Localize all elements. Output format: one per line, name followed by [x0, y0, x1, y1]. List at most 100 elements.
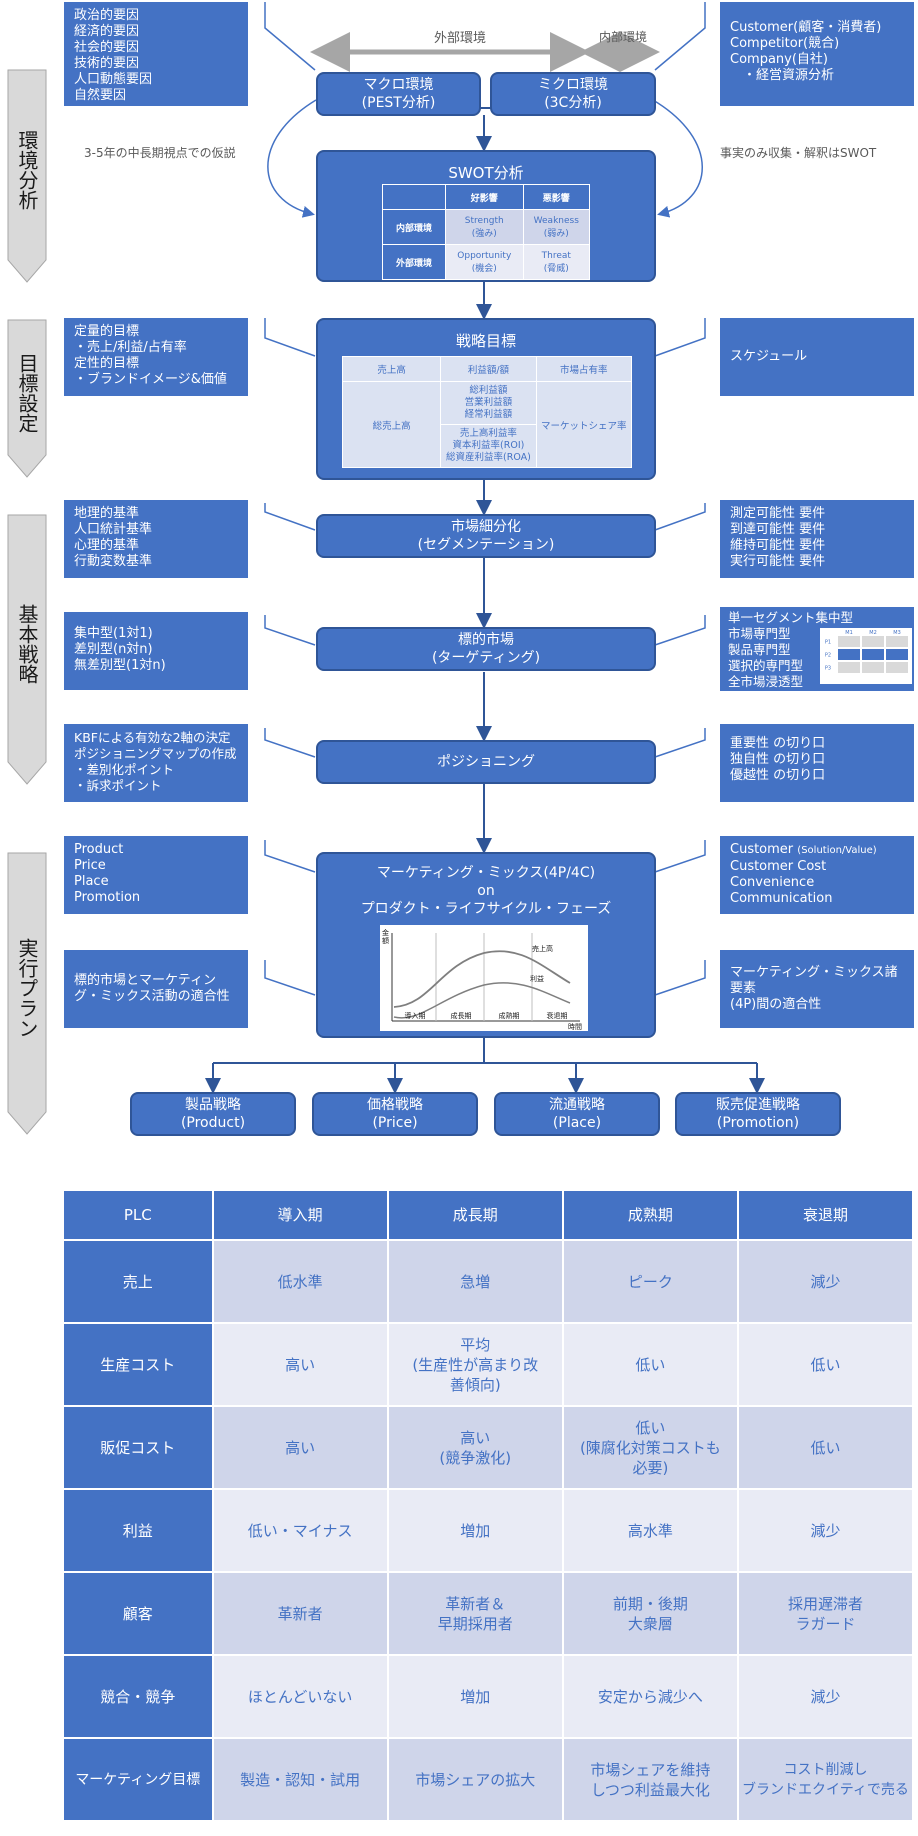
- plc-phase-growth: 成長期: [450, 1012, 472, 1020]
- plc-cell: 増加: [388, 1490, 562, 1571]
- positioning-angles-box: 重要性 の切り口 独自性 の切り口 優越性 の切り口: [720, 724, 914, 802]
- plc-cell: 急増: [388, 1241, 562, 1322]
- segment-requirements-box: 測定可能性 要件 到達可能性 要件 維持可能性 要件 実行可能性 要件: [720, 500, 914, 578]
- plc-cell: 増加: [388, 1656, 562, 1737]
- schedule-box: スケジュール: [720, 318, 914, 396]
- sidebar-label-basic: 基本戦略: [15, 603, 39, 684]
- segmentation-box: 市場細分化 (セグメンテーション): [316, 514, 656, 558]
- plc-header-cell: 衰退期: [738, 1191, 912, 1239]
- plc-header-cell: PLC: [64, 1191, 212, 1239]
- swot-opportunity: Opportunity (機会): [445, 244, 524, 280]
- plc-row-label: 売上: [64, 1241, 212, 1322]
- 4c-communication: Communication: [730, 891, 833, 906]
- plc-cell: 高い: [213, 1324, 387, 1405]
- plc-sales-curve: [393, 950, 571, 1008]
- plc-phase-maturity: 成熟期: [498, 1012, 520, 1020]
- sidebar-label-env: 環境分析: [15, 130, 39, 210]
- plc-cell: ほとんどいない: [213, 1656, 387, 1737]
- mix-element-fit-box: マーケティング・ミックス諸要素 (4P)間の適合性: [720, 950, 914, 1028]
- sidebar-arrow-basic: [7, 514, 47, 785]
- product-strategy-box: 製品戦略 (Product): [130, 1092, 296, 1136]
- grid-col-label: M3: [893, 630, 901, 636]
- plc-cell: 平均 (生産性が高まり改 善傾向): [388, 1324, 562, 1405]
- segment-criteria-box: 地理的基準 人口統計基準 心理的基準 行動変数基準: [64, 500, 248, 578]
- plc-profit-label: 利益: [530, 975, 544, 983]
- table-row: 顧客 革新者 革新者＆ 早期採用者 前期・後期 大衆層 採用遅滞者 ラガード: [64, 1573, 912, 1654]
- goal-market-share: マーケットシェア率: [535, 381, 633, 468]
- sidebar-label-plan: 実行プラン: [15, 937, 39, 1038]
- internal-env-label: 内部環境: [598, 30, 647, 44]
- plc-row-label: 利益: [64, 1490, 212, 1571]
- micro-env-box: ミクロ環境 (3C分析): [490, 72, 656, 116]
- sidebar-arrow-env: [7, 69, 47, 283]
- plc-x-axis-label: 時間: [568, 1023, 582, 1031]
- table-row: 生産コスト 高い 平均 (生産性が高まり改 善傾向) 低い 低い: [64, 1324, 912, 1405]
- plc-cell: 高い: [213, 1407, 387, 1488]
- table-row: マーケティング目標 製造・認知・試用 市場シェアの拡大 市場シェアを維持 しつつ…: [64, 1739, 912, 1820]
- plc-cell: 革新者: [213, 1573, 387, 1654]
- grid-cell: [862, 662, 884, 673]
- plc-cell: 高水準: [563, 1490, 737, 1571]
- 4p-box: Product Price Place Promotion: [64, 836, 248, 914]
- plc-cell: 低い (陳腐化対策コストも 必要): [563, 1407, 737, 1488]
- plc-cell: 市場シェアの拡大: [388, 1739, 562, 1820]
- plc-table: PLC 導入期 成長期 成熟期 衰退期 売上 低水準 急増 ピーク 減少 生産コ…: [62, 1189, 914, 1822]
- plc-cell: 製造・認知・試用: [213, 1739, 387, 1820]
- plc-row-label: マーケティング目標: [64, 1739, 212, 1820]
- hypothesis-note: 3-5年の中長期視点での仮説: [84, 146, 236, 160]
- plc-cell: コスト削減し ブランドエクイティで売る: [738, 1739, 912, 1820]
- swot-row-internal: 内部環境: [382, 209, 446, 245]
- plc-cell: 低い: [563, 1324, 737, 1405]
- grid-cell: [886, 649, 908, 660]
- plc-header-cell: 成熟期: [563, 1191, 737, 1239]
- positioning-box: ポジショニング: [316, 740, 656, 784]
- positioning-steps-box: KBFによる有効な2軸の決定 ポジショニングマップの作成 ・差別化ポイント ・訴…: [64, 724, 248, 802]
- goal-profit-rates: 売上高利益率 資本利益率(ROI) 総資産利益率(ROA): [440, 424, 537, 468]
- goal-types-box: 定量的目標 ・売上/利益/占有率 定性的目標 ・ブランドイメージ&価値: [64, 318, 248, 396]
- plc-sales-label: 売上高: [532, 945, 553, 953]
- price-strategy-box: 価格戦略 (Price): [312, 1092, 478, 1136]
- swot-strength: Strength (強み): [445, 209, 524, 245]
- goal-h-profit: 利益額/額: [440, 356, 537, 382]
- strategic-goal-title: 戦略目標: [455, 332, 516, 350]
- plc-cell: 低い: [738, 1324, 912, 1405]
- plc-row-label: 生産コスト: [64, 1324, 212, 1405]
- plc-cell: 低い: [738, 1407, 912, 1488]
- 4c-customer: Customer: [730, 842, 794, 857]
- plc-cell: 減少: [738, 1656, 912, 1737]
- 4c-customer-cost: Customer Cost: [730, 859, 827, 874]
- swot-box: SWOT分析 好影響 悪影響 内部環境 Strength (強み) Weakne…: [316, 150, 656, 282]
- plc-cell: 革新者＆ 早期採用者: [388, 1573, 562, 1654]
- swot-col-good: 好影響: [445, 184, 524, 210]
- targeting-box: 標的市場 (ターゲティング): [316, 627, 656, 671]
- grid-cell: [862, 636, 884, 647]
- goal-table-wrapper: 売上高 利益額/額 市場占有率 総売上高 総利益額 営業利益額 経常利益額 マー…: [341, 356, 633, 468]
- sidebar-arrows-layer: [7, 69, 47, 1135]
- sidebar-arrow-goal: [7, 319, 47, 478]
- plc-row-label: 販促コスト: [64, 1407, 212, 1488]
- 3c-factors-box: Customer(顧客・消費者) Competitor(競合) Company(…: [720, 2, 914, 106]
- grid-row-label: P2: [825, 653, 831, 659]
- sidebar-arrow-plan: [7, 852, 47, 1135]
- promotion-strategy-box: 販売促進戦略 (Promotion): [675, 1092, 841, 1136]
- goal-table: 売上高 利益額/額 市場占有率 総売上高 総利益額 営業利益額 経常利益額 マー…: [341, 356, 633, 468]
- plc-phase-intro: 導入期: [404, 1012, 426, 1020]
- pest-factors-box: 政治的要因 経済的要因 社会的要因 技術的要因 人口動態要因 自然要因: [64, 2, 248, 106]
- plc-row-label: 顧客: [64, 1573, 212, 1654]
- swot-title: SWOT分析: [448, 164, 524, 182]
- swot-table: 好影響 悪影響 内部環境 Strength (強み) Weakness (弱み)…: [382, 184, 591, 280]
- grid-cell: [838, 636, 860, 647]
- goal-h-share: 市場占有率: [535, 356, 633, 382]
- plc-cell: 高い (競争激化): [388, 1407, 562, 1488]
- plc-cell: 市場シェアを維持 しつつ利益最大化: [563, 1739, 737, 1820]
- grid-cell: [862, 649, 884, 660]
- grid-col-label: M1: [845, 630, 853, 636]
- plc-cell: 低い・マイナス: [213, 1490, 387, 1571]
- plc-header-cell: 導入期: [213, 1191, 387, 1239]
- plc-cell: 低水準: [213, 1241, 387, 1322]
- goal-total-sales: 総売上高: [341, 381, 442, 468]
- place-strategy-box: 流通戦略 (Place): [494, 1092, 660, 1136]
- 4c-convenience: Convenience: [730, 875, 815, 890]
- plc-cell: 減少: [738, 1241, 912, 1322]
